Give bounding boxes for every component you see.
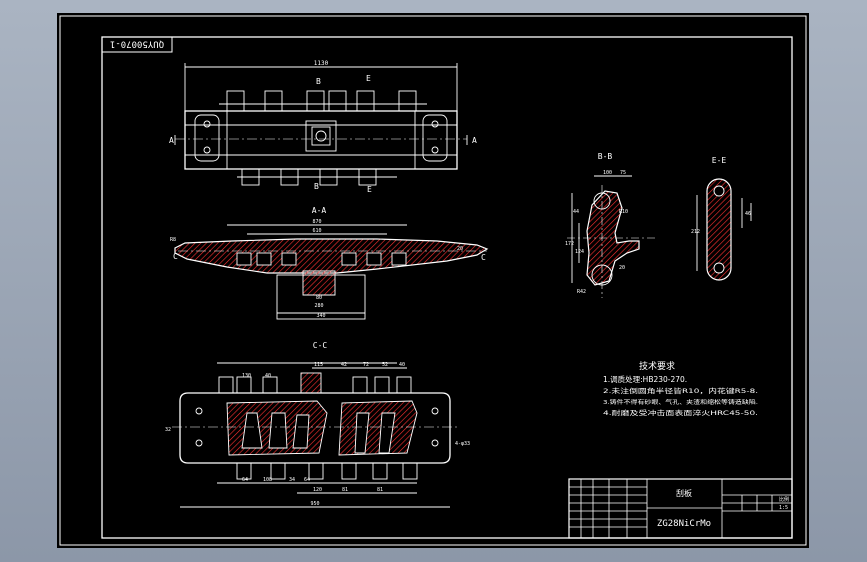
svg-text:115: 115 bbox=[314, 362, 323, 368]
dim-overall-length: 1130 bbox=[314, 60, 329, 67]
svg-text:100: 100 bbox=[603, 170, 612, 176]
svg-text:81: 81 bbox=[377, 487, 383, 493]
scale-value: 1:5 bbox=[779, 505, 788, 511]
section-aa: A-A 870 610 80 280 340 C C R8 20 bbox=[170, 206, 489, 320]
svg-text:20: 20 bbox=[457, 246, 463, 252]
svg-text:120: 120 bbox=[313, 487, 322, 493]
inner-border bbox=[101, 36, 793, 539]
svg-text:R10: R10 bbox=[619, 209, 628, 215]
tech-requirements: 技术要求 1.调质处理:HB230-270. 2.未注倒圆角半径皆R10，内花键… bbox=[603, 360, 758, 417]
cad-drawing: QUY50070-1 1130 bbox=[59, 15, 807, 546]
material: ZG28NiCrMo bbox=[657, 519, 711, 529]
section-cc-title: C-C bbox=[313, 341, 328, 350]
svg-text:E: E bbox=[367, 185, 372, 194]
part-name: 刮板 bbox=[676, 488, 692, 498]
tech-req-item-1: 1.调质处理:HB230-270. bbox=[603, 374, 687, 384]
svg-text:44: 44 bbox=[573, 209, 579, 215]
svg-text:C: C bbox=[481, 253, 486, 262]
svg-text:124: 124 bbox=[575, 249, 584, 255]
tech-req-item-2: 2.未注倒圆角半径皆R10，内花键R5-8. bbox=[603, 386, 758, 395]
section-bb-title: B-B bbox=[598, 152, 613, 161]
svg-text:R42: R42 bbox=[577, 289, 586, 295]
tech-req-item-3: 3.铸件不得有砂眼、气孔、夹渣和缩松等铸造缺陷. bbox=[603, 398, 758, 406]
drawing-number: QUY50070-1 bbox=[110, 39, 164, 49]
svg-text:75: 75 bbox=[620, 170, 626, 176]
dim-cc-overall: 950 bbox=[310, 501, 319, 507]
drawing-number-box: QUY50070-1 bbox=[101, 36, 173, 53]
svg-text:A: A bbox=[169, 136, 174, 145]
svg-text:B: B bbox=[316, 77, 321, 86]
section-ee-title: E-E bbox=[712, 156, 727, 165]
svg-text:280: 280 bbox=[314, 303, 323, 309]
title-block: 刮板 ZG28NiCrMo 比例 1:5 bbox=[568, 478, 793, 539]
section-aa-title: A-A bbox=[312, 206, 327, 215]
tech-req-title: 技术要求 bbox=[639, 360, 675, 372]
top-view: 1130 B E B E A A bbox=[169, 60, 477, 194]
svg-text:34: 34 bbox=[289, 477, 295, 483]
svg-text:42: 42 bbox=[341, 362, 347, 368]
svg-text:40: 40 bbox=[265, 373, 271, 379]
svg-text:A: A bbox=[472, 136, 477, 145]
svg-text:610: 610 bbox=[312, 228, 321, 234]
svg-text:870: 870 bbox=[312, 219, 321, 225]
svg-text:108: 108 bbox=[263, 477, 272, 483]
svg-text:20: 20 bbox=[619, 265, 625, 271]
svg-text:C: C bbox=[173, 252, 178, 261]
tech-req-item-4: 4.耐磨及受冲击面表面淬火HRC45-50. bbox=[603, 408, 758, 417]
svg-text:E: E bbox=[366, 74, 371, 83]
svg-text:340: 340 bbox=[316, 313, 325, 319]
svg-text:46: 46 bbox=[745, 211, 751, 217]
svg-text:40: 40 bbox=[399, 362, 405, 368]
svg-text:64: 64 bbox=[304, 477, 310, 483]
svg-text:B: B bbox=[314, 182, 319, 191]
section-ee: E-E 212 46 bbox=[691, 156, 752, 281]
svg-text:72: 72 bbox=[363, 362, 369, 368]
scale-label: 比例 bbox=[779, 496, 789, 503]
svg-text:81: 81 bbox=[342, 487, 348, 493]
drawing-viewport[interactable]: QUY50070-1 1130 bbox=[57, 13, 809, 548]
svg-text:R8: R8 bbox=[170, 237, 176, 243]
svg-text:172: 172 bbox=[565, 241, 574, 247]
svg-text:64: 64 bbox=[242, 477, 248, 483]
svg-text:80: 80 bbox=[316, 295, 322, 301]
svg-text:4-φ33: 4-φ33 bbox=[455, 441, 470, 447]
svg-text:130: 130 bbox=[242, 373, 251, 379]
svg-text:52: 52 bbox=[382, 362, 388, 368]
section-bb: B-B 100 75 44 R10 172 124 R42 20 bbox=[565, 152, 657, 298]
outer-border bbox=[59, 15, 807, 546]
section-cc: C-C 130 40 115 42 72 52 40 bbox=[165, 341, 470, 508]
svg-text:32: 32 bbox=[165, 427, 171, 433]
svg-text:212: 212 bbox=[691, 229, 700, 235]
